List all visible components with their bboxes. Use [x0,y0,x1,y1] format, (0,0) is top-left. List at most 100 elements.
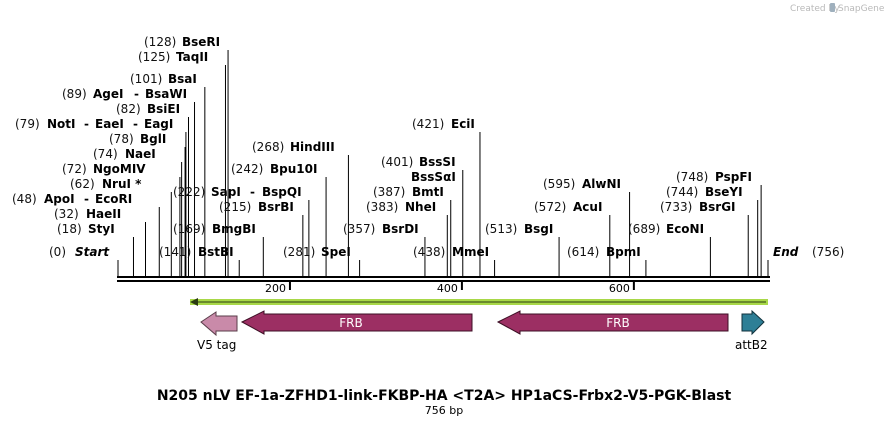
site-name-bsrgi[interactable]: BsrGI [699,200,736,214]
site-name-taqii[interactable]: TaqII [176,50,208,64]
primer-arrow-icon [190,298,198,306]
ruler-tick-label-600: 600 [609,282,630,295]
site-pos-ngomiv: (72) [62,162,87,176]
site-name-bpu10i[interactable]: Bpu10I [270,162,317,176]
end-label: End [773,245,799,259]
site-pos-apoi: (48) [12,192,37,206]
site-pos-bsrdi: (357) [343,222,375,236]
frb-2-arrow [496,310,729,335]
feature-attb2[interactable]: attB2 [735,309,768,352]
start-label: Start [75,245,110,259]
site-name-bgli[interactable]: BglI [140,132,166,146]
v5-tag-label: V5 tag [197,338,236,352]
site-name-ecii[interactable]: EciI [451,117,475,131]
site-name-alwni[interactable]: AlwNI [582,177,621,191]
site-name-econi[interactable]: EcoNI [666,222,704,236]
end-pos: (756) [812,245,844,259]
site-name-bsgi[interactable]: BsgI [524,222,553,236]
site-name-nrui[interactable]: NruI * [102,177,142,191]
site-name-bsssi[interactable]: BssSI [419,155,456,169]
attb2-label: attB2 [735,338,768,352]
site-pos-econi: (689) [628,222,660,236]
site-pos-ecii: (421) [412,117,444,131]
site-name-bsawi[interactable]: BsaWI [145,87,187,101]
site-pos-pspfi: (748) [676,170,708,184]
site-name-ecori[interactable]: EcoRI [95,192,132,206]
site-pos-nhei: (383) [366,200,398,214]
site-name-bsrdi[interactable]: BsrDI [382,222,419,236]
site-name-nhei[interactable]: NheI [405,200,436,214]
site-pos-bsrbi: (215) [219,200,251,214]
site-name-mmei[interactable]: MmeI [452,245,489,259]
site-name-sapi[interactable]: SapI [211,185,241,199]
site-name-bseri[interactable]: BseRI [182,35,220,49]
site-pos-bsrgi: (733) [660,200,692,214]
site-name-bsiei[interactable]: BsiEI [147,102,180,116]
ruler-ticks: 200 400 600 [265,282,635,295]
sequence-ruler: 200 400 600 [117,276,770,295]
restriction-site-labels: (128) BseRI (125) TaqII (101) BsaI (89) … [12,35,844,259]
frb-1-arrow [240,310,473,335]
site-pos-bsai: (101) [130,72,162,86]
site-name-bspqi[interactable]: BspQI [262,185,302,199]
site-pos-bsiei: (82) [116,102,141,116]
site-name-naei[interactable]: NaeI [125,147,156,161]
site-pos-mmei: (438) [413,245,445,259]
site-pos-hindiii: (268) [252,140,284,154]
site-pos-taqii: (125) [138,50,170,64]
site-name-haeii[interactable]: HaeII [86,207,121,221]
watermark-brand: SnapGene [838,4,885,14]
site-pos-bpu10i: (242) [231,162,263,176]
attb2-arrow [741,309,765,336]
site-name-noti[interactable]: NotI [47,117,76,131]
site-name-bmgbi[interactable]: BmgBI [212,222,256,236]
site-name-pspfi[interactable]: PspFI [715,170,752,184]
site-name-hindiii[interactable]: HindIII [290,140,335,154]
site-sep-noti-1: - [84,117,89,131]
primer-bar[interactable] [190,298,768,306]
site-pos-sapi: (222) [173,185,205,199]
site-name-bsssai[interactable]: BssSαI [411,170,456,184]
site-pos-noti: (79) [15,117,40,131]
site-name-bseyi[interactable]: BseYI [705,185,743,199]
v5-tag-arrow [200,311,238,337]
site-name-styi[interactable]: StyI [88,222,115,236]
ruler-tick-label-400: 400 [437,282,458,295]
frb-1-label: FRB [339,316,362,330]
site-name-bmti[interactable]: BmtI [412,185,444,199]
ruler-tick-label-200: 200 [265,282,286,295]
site-name-apoi[interactable]: ApoI [44,192,75,206]
site-pos-agei: (89) [62,87,87,101]
site-pos-bsssi: (401) [381,155,413,169]
site-pos-alwni: (595) [543,177,575,191]
site-pos-haeii: (32) [54,207,79,221]
site-pos-bmti: (387) [373,185,405,199]
start-pos: (0) [49,245,66,259]
frb-2-label: FRB [606,316,629,330]
site-sep-agei: - [134,87,139,101]
site-name-spei[interactable]: SpeI [321,245,351,259]
site-pos-bseri: (128) [144,35,176,49]
site-pos-bpmi: (614) [567,245,599,259]
site-pos-bseyi: (744) [666,185,698,199]
watermark-created-by: Created by [790,4,840,14]
feature-frb-2[interactable]: FRB [496,310,729,335]
map-length: 756 bp [425,404,463,417]
site-sep-apoi: - [84,192,89,206]
feature-v5-tag[interactable]: V5 tag [197,311,238,352]
site-pos-bmgbi: (169) [173,222,205,236]
site-name-eagi[interactable]: EagI [144,117,173,131]
site-name-bpmi[interactable]: BpmI [606,245,641,259]
site-name-bstbi[interactable]: BstBI [198,245,234,259]
feature-frb-1[interactable]: FRB [240,310,473,335]
site-pos-acui: (572) [534,200,566,214]
site-name-bsai[interactable]: BsaI [168,72,197,86]
site-name-ngomiv[interactable]: NgoMIV [93,162,146,176]
site-name-bsrbi[interactable]: BsrBI [258,200,294,214]
site-pos-naei: (74) [93,147,118,161]
site-name-acui[interactable]: AcuI [573,200,602,214]
site-pos-spei: (281) [283,245,315,259]
site-name-eaei[interactable]: EaeI [95,117,124,131]
site-pos-bgli: (78) [109,132,134,146]
site-name-agei[interactable]: AgeI [93,87,123,101]
